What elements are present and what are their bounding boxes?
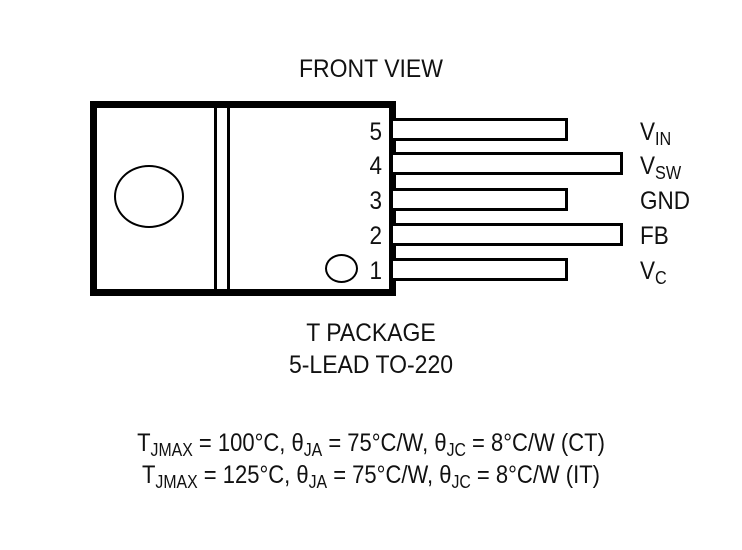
thermal-spec-ct: TJMAX = 100°C, θJA = 75°C/W, θJC = 8°C/W… — [137, 429, 605, 460]
pin-number-5: 5 — [369, 118, 382, 146]
lead-pin-5 — [393, 118, 568, 141]
package-type: 5-LEAD TO-220 — [288, 351, 454, 379]
lead-pin-4 — [393, 152, 623, 175]
pin-number-3: 3 — [369, 187, 382, 215]
tab-divider-line-right — [227, 108, 230, 289]
pin-number-2: 2 — [369, 222, 382, 250]
pin-number-4: 4 — [369, 152, 382, 180]
tab-divider-line-left — [214, 108, 217, 289]
package-name: T PACKAGE — [306, 319, 436, 347]
mounting-hole-icon — [114, 165, 184, 228]
pin-number-1: 1 — [369, 257, 382, 285]
pin-label-gnd: GND — [640, 187, 691, 215]
lead-pin-3 — [393, 188, 568, 211]
pin-label-vsw: VSW — [640, 152, 682, 183]
pin-label-vin: VIN — [640, 118, 672, 149]
view-title: FRONT VIEW — [299, 55, 443, 83]
pin1-indicator-icon — [325, 254, 358, 283]
pin-label-fb: FB — [640, 222, 669, 250]
thermal-spec-it: TJMAX = 125°C, θJA = 75°C/W, θJC = 8°C/W… — [141, 461, 601, 492]
pin-label-vc: VC — [640, 257, 667, 288]
lead-pin-1 — [393, 258, 568, 281]
lead-pin-2 — [393, 223, 623, 246]
